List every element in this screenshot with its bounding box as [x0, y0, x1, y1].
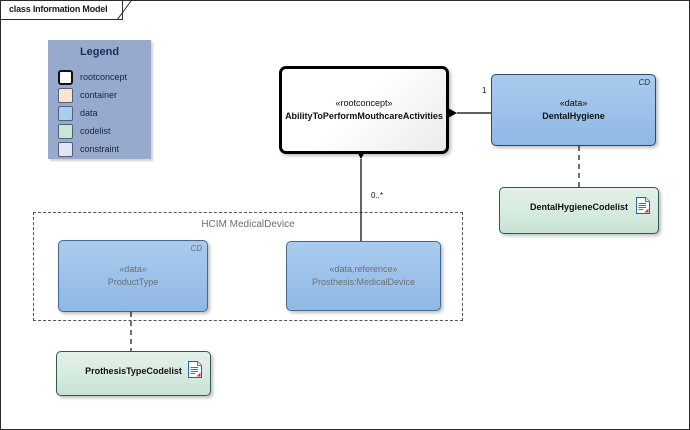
legend-swatch-container — [58, 88, 73, 103]
class-node-producttype[interactable]: CD «data» ProductType — [58, 240, 208, 312]
cd-marker: CD — [638, 78, 650, 87]
multiplicity-root-to-dentalhygiene: 1 — [482, 86, 487, 95]
legend-label-codelist: codelist — [80, 126, 111, 136]
legend-swatch-codelist — [58, 124, 73, 139]
class-node-prosthesis-medicaldevice[interactable]: «data,reference» Prosthesis:MedicalDevic… — [286, 241, 441, 311]
legend-label-data: data — [80, 108, 98, 118]
legend-label-container: container — [80, 90, 118, 100]
legend-panel: Legend rootconcept container data codeli… — [48, 40, 151, 159]
diagram-tab[interactable]: class Information Model — [1, 1, 123, 20]
legend-swatch-constraint — [58, 142, 73, 157]
class-name: DentalHygieneCodelist — [529, 202, 629, 212]
package-label: HCIM MedicalDevice — [201, 219, 295, 230]
class-node-dentalhygiene[interactable]: CD «data» DentalHygiene — [491, 74, 656, 146]
class-name: ProductType — [107, 277, 159, 287]
class-stereotype: «rootconcept» — [335, 98, 393, 108]
class-name: Prosthesis:MedicalDevice — [311, 277, 416, 287]
class-node-prothesistypecodelist[interactable]: ProthesisTypeCodelist — [56, 351, 211, 396]
legend-swatch-data — [58, 106, 73, 121]
document-icon — [188, 361, 202, 378]
legend-swatch-rootconcept — [58, 70, 73, 85]
diagram-tab-label: class Information Model — [9, 4, 108, 14]
class-name: DentalHygiene — [542, 111, 605, 121]
document-icon — [636, 197, 650, 214]
class-stereotype: «data» — [119, 264, 147, 274]
cd-marker: CD — [190, 244, 202, 253]
legend-label-rootconcept: rootconcept — [80, 72, 128, 82]
class-stereotype: «data,reference» — [329, 264, 398, 274]
package-hcim-medicaldevice[interactable]: HCIM MedicalDevice — [33, 212, 463, 321]
multiplicity-root-to-prosthesis: 0..* — [371, 191, 384, 200]
legend-label-constraint: constraint — [80, 144, 120, 154]
diagram-tab-corner-icon — [117, 1, 133, 20]
class-name: ProthesisTypeCodelist — [85, 366, 182, 376]
class-stereotype: «data» — [559, 98, 588, 108]
legend-title: Legend — [79, 46, 120, 58]
class-name: AbilityToPerformMouthcareActivities — [285, 111, 443, 121]
class-node-rootconcept[interactable]: «rootconcept» AbilityToPerformMouthcareA… — [279, 66, 449, 154]
class-node-dentalhygienecodelist[interactable]: DentalHygieneCodelist — [499, 187, 659, 234]
